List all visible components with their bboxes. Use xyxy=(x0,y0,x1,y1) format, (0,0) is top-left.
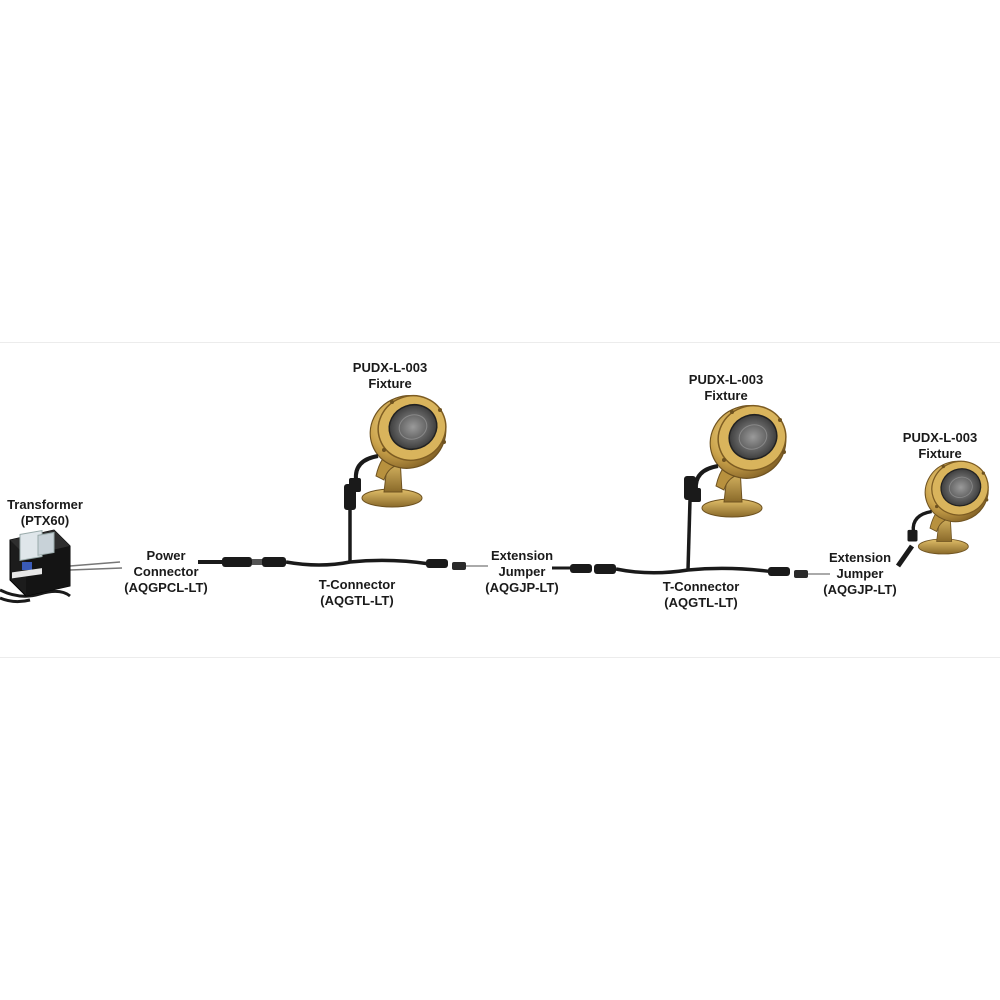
fixture-3-name: Fixture xyxy=(918,446,962,461)
transformer-model: (PTX60) xyxy=(20,513,70,528)
extension-jumper-2-label: Extension Jumper (AQGJP-LT) xyxy=(814,550,906,598)
power-connector-line1: Power xyxy=(146,548,186,563)
fixture-2-label: PUDX-L-003 Fixture xyxy=(674,372,778,404)
t-connector-2-model: (AQGTL-LT) xyxy=(664,595,738,610)
extension-jumper-1-label: Extension Jumper (AQGJP-LT) xyxy=(476,548,568,596)
fixture-1-name: Fixture xyxy=(368,376,412,391)
fixture-3-label: PUDX-L-003 Fixture xyxy=(888,430,992,462)
transformer-label: Transformer (PTX60) xyxy=(2,497,88,529)
power-connector-model: (AQGPCL-LT) xyxy=(124,580,208,595)
extension-jumper-1-model: (AQGJP-LT) xyxy=(485,580,559,595)
fixture-1-model: PUDX-L-003 xyxy=(352,360,428,375)
extension-jumper-2-line1: Extension xyxy=(828,550,892,565)
t-connector-1-name: T-Connector xyxy=(318,577,396,592)
spotlight-fixture-icon xyxy=(905,450,999,556)
t-connector-2-label: T-Connector (AQGTL-LT) xyxy=(644,579,758,611)
spotlight-fixture-icon xyxy=(687,393,799,519)
extension-jumper-2-model: (AQGJP-LT) xyxy=(823,582,897,597)
diagram-panel xyxy=(0,342,1000,658)
transformer-name: Transformer xyxy=(7,497,83,512)
cable-run xyxy=(198,476,915,578)
t-connector-2-name: T-Connector xyxy=(662,579,740,594)
power-connector-label: Power Connector (AQGPCL-LT) xyxy=(118,548,214,596)
fixture-2-name: Fixture xyxy=(704,388,748,403)
spotlight-fixture-icon xyxy=(347,383,459,509)
power-connector-line2: Connector xyxy=(133,564,199,579)
extension-jumper-1-line2: Jumper xyxy=(498,564,546,579)
extension-jumper-2-line2: Jumper xyxy=(836,566,884,581)
t-connector-1-label: T-Connector (AQGTL-LT) xyxy=(300,577,414,609)
t-connector-1-model: (AQGTL-LT) xyxy=(320,593,394,608)
fixture-2-model: PUDX-L-003 xyxy=(688,372,764,387)
fixture-1-label: PUDX-L-003 Fixture xyxy=(338,360,442,392)
extension-jumper-1-line1: Extension xyxy=(490,548,554,563)
transformer-icon xyxy=(0,529,123,604)
fixture-3-model: PUDX-L-003 xyxy=(902,430,978,445)
